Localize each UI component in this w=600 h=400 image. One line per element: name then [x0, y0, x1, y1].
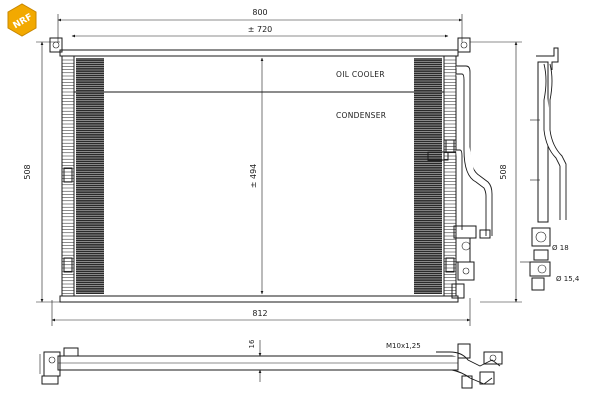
dimension-bracket-spacing: ± 720 [71, 25, 449, 38]
top-view: 16 M10x1,25 [39, 339, 503, 389]
oil-cooler-label: OIL COOLER [336, 70, 385, 79]
dimension-overall-width: 800 [57, 8, 463, 42]
side-view: Ø 18 Ø 15,4 [520, 47, 580, 291]
thread-size-label: M10x1,25 [386, 342, 421, 350]
dimension-label-height-left: 508 [23, 164, 32, 179]
dimension-bottom-width: 812 [51, 298, 471, 326]
dimension-label-bottom-width: 812 [252, 309, 267, 318]
dimension-height-right: 508 [470, 41, 522, 303]
dimension-label-height-right: 508 [499, 164, 508, 179]
condenser-core [73, 55, 445, 297]
mounting-bracket-top-left [49, 37, 63, 53]
nrf-logo: NRF [7, 3, 37, 37]
condenser-label: CONDENSER [336, 111, 386, 120]
fin-block-left [76, 58, 104, 294]
pipe-diameter-a-label: Ø 18 [552, 244, 569, 252]
tube-ticks-right [444, 59, 456, 294]
pipework-right [427, 65, 493, 299]
dimension-height-left: 508 [23, 41, 60, 303]
mounting-bracket-top-right [457, 37, 471, 53]
dimension-label-bracket-spacing: ± 720 [248, 25, 273, 34]
condenser-assembly: OIL COOLER CONDENSER [59, 49, 459, 303]
dimension-label-core-height: ± 494 [249, 164, 258, 189]
pipe-diameter-b-label: Ø 15,4 [556, 275, 580, 283]
fin-block-right [414, 58, 442, 294]
dimension-core-height: ± 494 [249, 57, 264, 295]
dimension-label-overall-width: 800 [252, 8, 267, 17]
dimension-label-thickness: 16 [248, 339, 256, 348]
